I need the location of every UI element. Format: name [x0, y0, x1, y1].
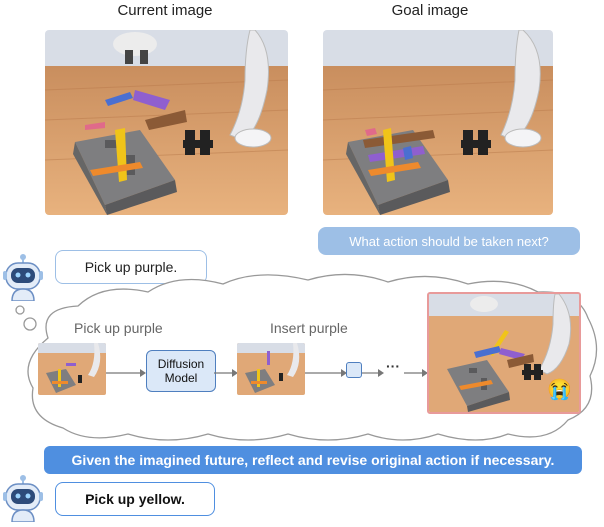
- arrow-3: [305, 365, 347, 377]
- current-thumbnail: [38, 343, 106, 395]
- current-image-label: Current image: [117, 2, 213, 19]
- arrow-5: [404, 365, 428, 377]
- next-step-box: [346, 362, 362, 378]
- model-line-2: Model: [164, 371, 198, 385]
- imagined-final-image: 😭: [427, 292, 581, 414]
- step2-label: Insert purple: [270, 320, 348, 336]
- robot-reply-bubble: Pick up purple.: [55, 250, 207, 284]
- diffusion-model-box: Diffusion Model: [146, 350, 216, 392]
- arrow-2: [214, 365, 238, 377]
- ellipsis: ···: [386, 358, 400, 374]
- robot-avatar: [2, 253, 44, 302]
- step1-label: Pick up purple: [74, 320, 163, 336]
- arrow-4: [362, 365, 384, 377]
- imagined-thumbnail: [237, 343, 305, 395]
- model-line-1: Diffusion: [157, 357, 205, 371]
- reflection-banner: Given the imagined future, reflect and r…: [44, 446, 582, 474]
- robot-avatar-2: [2, 474, 44, 523]
- goal-image-label: Goal image: [391, 2, 469, 19]
- arrow-1: [106, 365, 146, 377]
- question-bubble: What action should be taken next?: [318, 227, 580, 255]
- current-scene-image: [45, 30, 288, 215]
- robot-revised-reply-bubble: Pick up yellow.: [55, 482, 215, 516]
- crying-emoji-icon: 😭: [547, 379, 572, 401]
- goal-scene-image: [323, 30, 553, 215]
